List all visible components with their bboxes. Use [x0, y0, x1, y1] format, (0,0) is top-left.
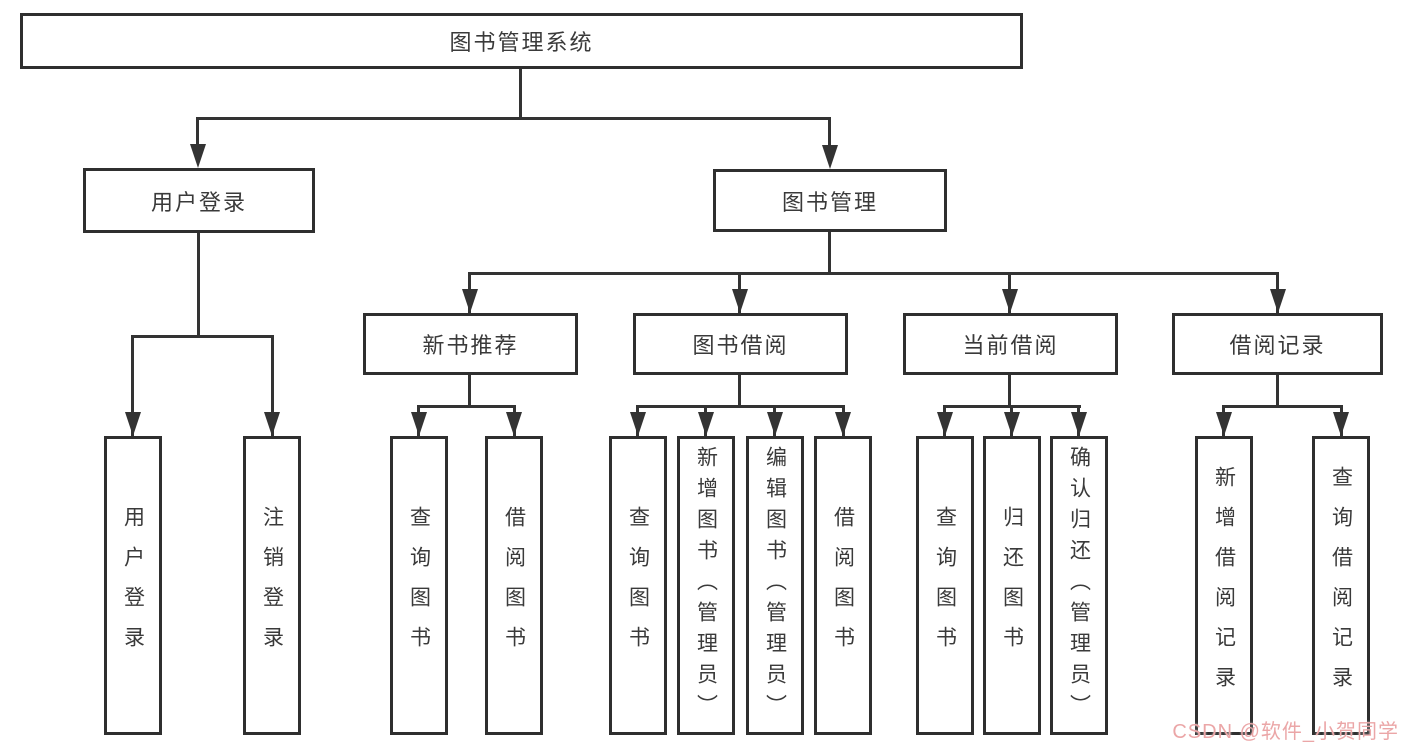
node-library-management-system: 图书管理系统: [20, 13, 1023, 69]
leaf-query-books-borrowing: 查询图书: [609, 436, 667, 735]
connector-line: [1008, 375, 1011, 406]
connector-line: [468, 375, 471, 406]
arrow-down-icon: [506, 412, 522, 436]
leaf-logout: 注销登录: [243, 436, 301, 735]
node-book-borrowing: 图书借阅: [633, 313, 848, 375]
arrow-down-icon: [822, 145, 838, 169]
arrow-down-icon: [767, 412, 783, 436]
leaf-borrow-books-borrowing: 借阅图书: [814, 436, 872, 735]
arrow-down-icon: [1333, 412, 1349, 436]
watermark: CSDN @软件_小贺同学: [1172, 721, 1399, 743]
connector-line: [197, 233, 200, 336]
arrow-down-icon: [698, 412, 714, 436]
connector-line: [1276, 375, 1279, 406]
arrow-down-icon: [411, 412, 427, 436]
connector-line: [271, 335, 274, 436]
connector-line: [131, 335, 134, 436]
node-borrowing-records: 借阅记录: [1172, 313, 1383, 375]
node-new-book-recommendation: 新书推荐: [363, 313, 578, 375]
arrow-down-icon: [630, 412, 646, 436]
node-current-borrowing: 当前借阅: [903, 313, 1118, 375]
leaf-query-borrow-record: 查询借阅记录: [1312, 436, 1370, 735]
node-book-management: 图书管理: [713, 169, 947, 232]
arrow-down-icon: [1071, 412, 1087, 436]
connector-line: [196, 117, 199, 162]
leaf-confirm-return-admin: 确认归还（管理员）: [1050, 436, 1108, 735]
arrow-down-icon: [937, 412, 953, 436]
connector-line: [468, 272, 1279, 275]
arrow-down-icon: [1004, 412, 1020, 436]
arrow-down-icon: [264, 412, 280, 436]
connector-line: [828, 232, 831, 273]
connector-line: [636, 405, 845, 408]
leaf-borrow-books-recommend: 借阅图书: [485, 436, 543, 735]
arrow-down-icon: [190, 144, 206, 168]
connector-line: [519, 69, 522, 117]
leaf-edit-books-admin: 编辑图书（管理员）: [746, 436, 804, 735]
leaf-query-books-recommend: 查询图书: [390, 436, 448, 735]
leaf-return-books: 归还图书: [983, 436, 1041, 735]
arrow-down-icon: [1002, 289, 1018, 313]
arrow-down-icon: [1216, 412, 1232, 436]
arrow-down-icon: [732, 289, 748, 313]
leaf-add-books-admin: 新增图书（管理员）: [677, 436, 735, 735]
connector-line: [828, 117, 831, 163]
connector-line: [197, 117, 831, 120]
leaf-query-books-current: 查询图书: [916, 436, 974, 735]
arrow-down-icon: [125, 412, 141, 436]
connector-line: [1222, 405, 1343, 408]
node-user-login: 用户登录: [83, 168, 315, 233]
arrow-down-icon: [1270, 289, 1286, 313]
connector-line: [738, 375, 741, 406]
leaf-user-login: 用户登录: [104, 436, 162, 735]
connector-line: [131, 335, 274, 338]
arrow-down-icon: [462, 289, 478, 313]
arrow-down-icon: [835, 412, 851, 436]
connector-line: [417, 405, 516, 408]
leaf-add-borrow-record: 新增借阅记录: [1195, 436, 1253, 735]
